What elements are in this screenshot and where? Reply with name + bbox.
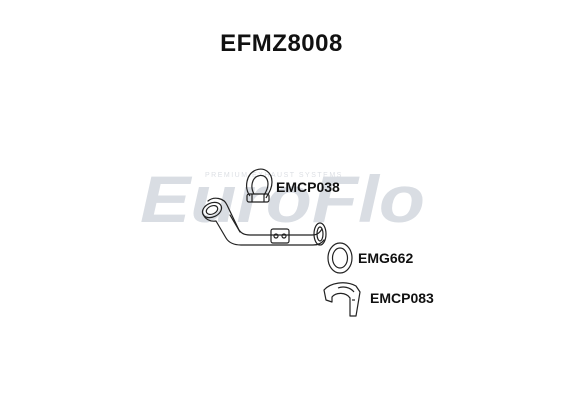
gasket-emg662-icon — [327, 242, 353, 274]
part-label-emcp038: EMCP038 — [276, 179, 340, 195]
pipe-lower-edge — [202, 213, 325, 246]
pipe-inlet-flange — [201, 201, 223, 219]
clamp-bolt-plate — [246, 193, 270, 203]
watermark-tagline-text: PREMIUM EXHAUST SYSTEMS — [205, 172, 343, 179]
pipe-contour-line — [229, 214, 241, 233]
bracket-body — [323, 282, 361, 317]
pipe-mount-bracket — [270, 228, 290, 244]
clamp-loop-outer — [246, 168, 273, 199]
pipe-upper-edge — [207, 197, 323, 236]
clamp-emcp038-icon — [246, 168, 273, 203]
bracket-hole-right — [281, 233, 287, 239]
bracket-emcp083-icon — [323, 282, 361, 317]
pipe-outlet-bore — [316, 226, 324, 242]
bracket-top-curve — [337, 286, 355, 293]
bracket-hole-left — [273, 233, 279, 239]
front-pipe-part — [201, 197, 327, 246]
pipe-outlet-flange — [313, 222, 327, 246]
gasket-inner-ring — [331, 247, 349, 269]
part-label-emg662: EMG662 — [358, 250, 414, 266]
diagram-title: EFMZ8008 — [220, 30, 343, 57]
gasket-outer-ring — [327, 242, 353, 274]
watermark-brand-text: EuroFlo — [140, 162, 425, 236]
clamp-loop-inner — [251, 174, 269, 196]
euroflo-watermark-logo: EuroFlo PREMIUM EXHAUST SYSTEMS — [140, 162, 425, 236]
part-label-emcp083: EMCP083 — [370, 290, 434, 306]
pipe-inlet-bore — [205, 204, 219, 216]
